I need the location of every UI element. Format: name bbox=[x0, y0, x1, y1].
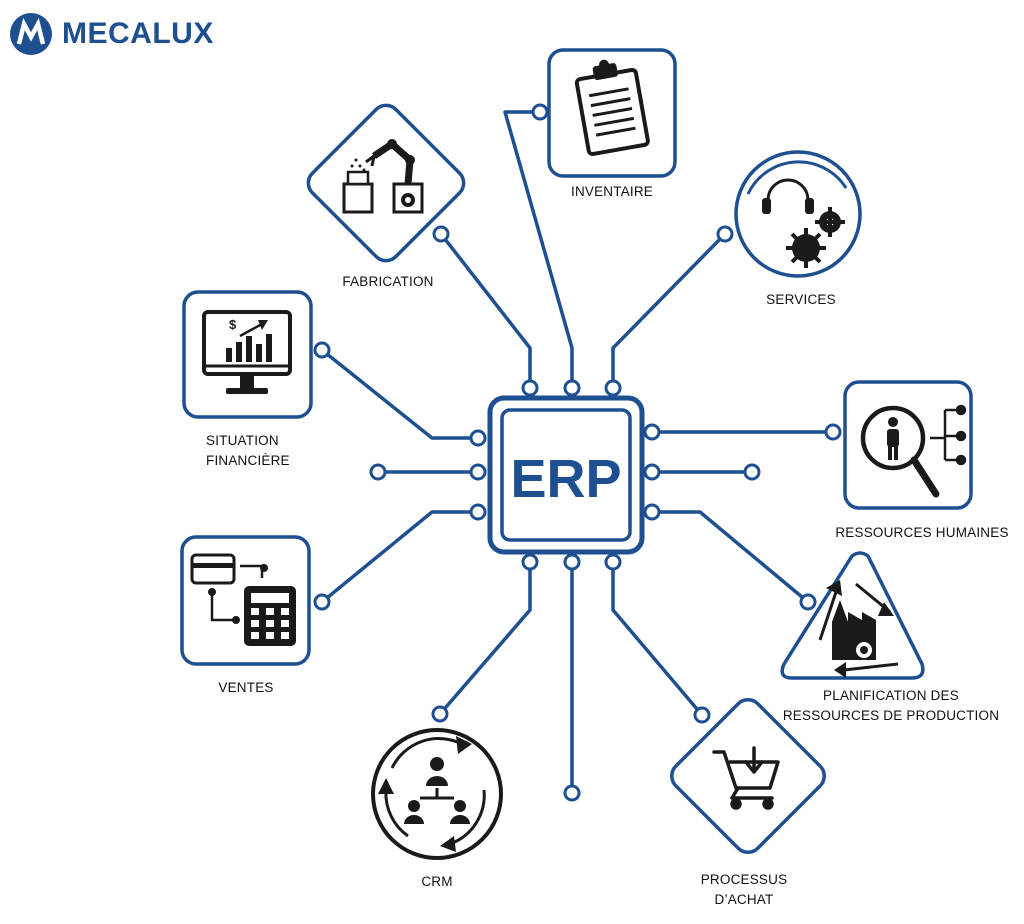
connector-nodes bbox=[313, 103, 842, 802]
robot-arm-icon bbox=[342, 139, 424, 214]
label-situation-line-1: SITUATION bbox=[206, 433, 279, 448]
brand-name: MECALUX bbox=[62, 17, 214, 50]
label-services: SERVICES bbox=[766, 292, 836, 307]
card-calculator-icon bbox=[190, 553, 296, 646]
connector-lines bbox=[320, 110, 835, 795]
label-situation-line-2: FINANCIÈRE bbox=[206, 453, 290, 468]
label-rh: RESSOURCES HUMAINES bbox=[835, 525, 1009, 540]
connector-services bbox=[611, 232, 727, 390]
label-inventaire: INVENTAIRE bbox=[570, 184, 654, 199]
label-planification-line-2: RESSOURCES DE PRODUCTION bbox=[782, 708, 1000, 723]
label-planification-line-1: PLANIFICATION DES bbox=[823, 688, 959, 703]
connector-inventaire bbox=[503, 110, 574, 390]
connector-fabrication bbox=[439, 232, 532, 390]
dollar-sign-icon: $ bbox=[229, 317, 237, 332]
label-ventes: VENTES bbox=[218, 680, 274, 695]
people-network-icon bbox=[378, 736, 486, 852]
label-achat: PROCESSUS D’ACHAT bbox=[701, 870, 788, 910]
module-achat bbox=[670, 698, 826, 854]
connector-ventes bbox=[320, 510, 480, 604]
connector-crm bbox=[438, 560, 532, 716]
brand-logo: MECALUX bbox=[8, 8, 214, 60]
label-fabrication: FABRICATION bbox=[342, 274, 434, 289]
module-planification bbox=[780, 551, 925, 680]
erp-hub-label: ERP bbox=[510, 449, 621, 509]
module-ventes bbox=[180, 535, 311, 666]
module-services bbox=[734, 150, 862, 278]
label-crm: CRM bbox=[421, 874, 453, 889]
module-crm bbox=[371, 728, 503, 860]
person-search-icon bbox=[860, 404, 967, 498]
module-inventaire bbox=[547, 48, 677, 178]
module-fabrication bbox=[306, 103, 466, 263]
label-situation: SITUATION FINANCIÈRE bbox=[206, 431, 290, 471]
monitor-chart-icon: $ bbox=[202, 310, 292, 394]
factory-cycle-icon bbox=[818, 580, 899, 678]
connector-situation bbox=[320, 348, 480, 440]
erp-hub: ERP bbox=[487, 395, 645, 555]
module-situation: $ bbox=[182, 290, 313, 419]
module-rh bbox=[843, 380, 973, 510]
label-planification: PLANIFICATION DES RESSOURCES DE PRODUCTI… bbox=[783, 686, 999, 726]
connector-planification bbox=[650, 510, 810, 604]
label-achat-line-2: D’ACHAT bbox=[714, 892, 774, 907]
connector-achat bbox=[611, 560, 704, 717]
clipboard-icon bbox=[574, 59, 650, 156]
label-achat-line-1: PROCESSUS bbox=[700, 872, 788, 887]
headset-gears-icon bbox=[762, 178, 845, 268]
shopping-cart-icon bbox=[712, 746, 780, 810]
mecalux-logo-icon bbox=[10, 13, 52, 55]
